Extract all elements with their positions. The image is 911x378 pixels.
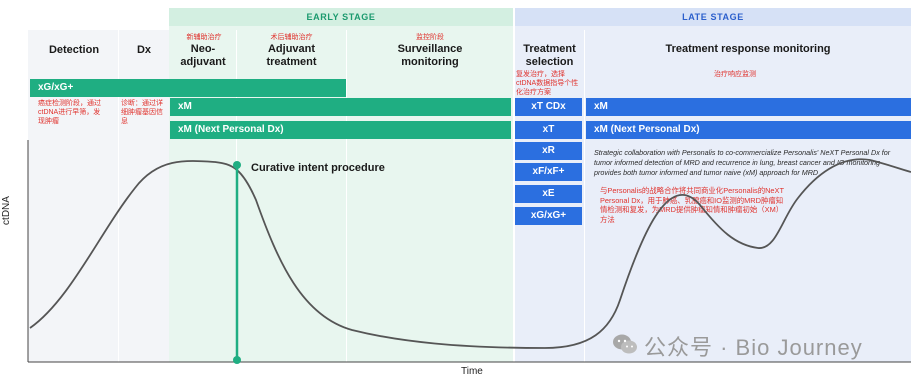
surveillance-title: Surveillance monitoring <box>397 43 463 68</box>
dx-cn: 诊断：通过详细肿瘤基因信息 <box>121 100 163 125</box>
divider-selection-response <box>584 30 585 362</box>
xm-next-late-bar: xM (Next Personal Dx) <box>586 121 911 139</box>
xm-next-early-bar: xM (Next Personal Dx) <box>170 121 511 139</box>
early-stage-banner: EARLY STAGE <box>169 8 513 26</box>
dx-title: Dx <box>136 44 152 56</box>
divider-detection-dx <box>118 30 119 362</box>
detection-cn: 癌症检测阶段，通过ctDNA进行早筛，发现肿瘤 <box>38 100 101 125</box>
y-axis-label: ctDNA <box>0 196 12 225</box>
x-axis-label: Time <box>461 366 483 377</box>
xm-late-bar: xM <box>586 98 911 116</box>
collaboration-note-cn: 与Personalis的战略合作将共同商业化Personalis的NeXT Pe… <box>600 186 784 224</box>
procedure-bottom-dot <box>233 356 241 364</box>
xt-cdx-bar: xT CDx <box>515 98 582 116</box>
xg-early-bar: xG/xG+ <box>30 79 346 97</box>
divider-early-late <box>513 8 515 362</box>
wechat-icon <box>612 333 638 355</box>
collaboration-note-en: Strategic collaboration with Personalis … <box>594 148 891 177</box>
surveillance-cn: 监控阶段 <box>416 34 444 41</box>
adjuvant-cn: 术后辅助治疗 <box>270 34 313 41</box>
divider-adj-surv <box>346 30 347 362</box>
xg-late-bar: xG/xG+ <box>515 207 582 225</box>
treatment-selection-title: Treatment selection <box>523 43 576 68</box>
xr-bar: xR <box>515 142 582 160</box>
xm-early-bar: xM <box>170 98 511 116</box>
procedure-label: Curative intent procedure <box>251 162 385 174</box>
adjuvant-title: Adjuvant treatment <box>266 43 317 68</box>
xe-bar: xE <box>515 185 582 203</box>
xt-bar: xT <box>515 121 582 139</box>
response-monitoring-cn: 治疗响应监测 <box>714 71 756 78</box>
neoadjuvant-cn: 新辅助治疗 <box>186 34 222 41</box>
late-stage-banner: LATE STAGE <box>515 8 911 26</box>
ctdna-level-curve <box>29 158 911 349</box>
watermark-text: 公众号 · Bio Journey <box>644 335 863 360</box>
detection-title: Detection <box>48 44 100 56</box>
procedure-top-dot <box>233 161 241 169</box>
xf-bar: xF/xF+ <box>515 163 582 181</box>
early-stage-band <box>169 8 514 362</box>
treatment-selection-cn: 复发治疗，选择ctDNA数据指导个性化治疗方案 <box>516 71 579 96</box>
response-monitoring-title: Treatment response monitoring <box>665 43 831 55</box>
neoadjuvant-title: Neo- adjuvant <box>180 43 226 68</box>
